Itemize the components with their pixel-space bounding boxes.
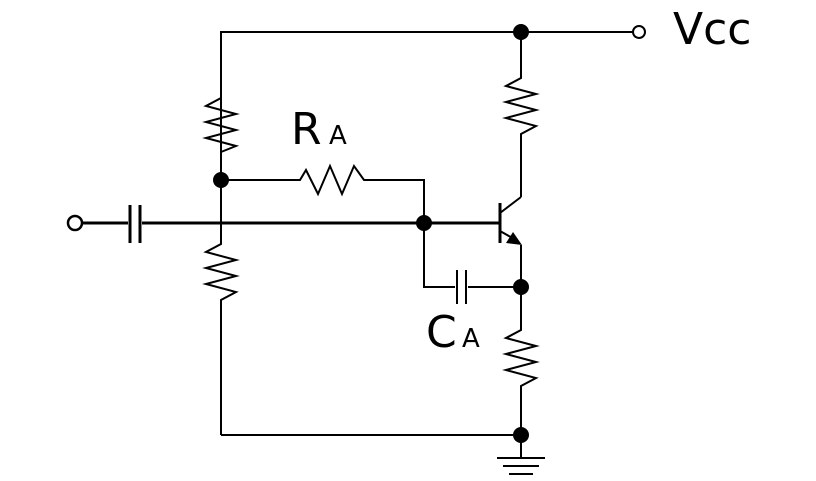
input-terminal — [66, 214, 84, 232]
ca-label-letter: C — [426, 307, 457, 358]
emitter-resistor — [502, 287, 540, 435]
vcc-terminal — [632, 25, 646, 39]
ca-lead-left — [423, 223, 455, 288]
junction-ra-left — [213, 172, 229, 188]
ca-label-subscript: A — [462, 324, 480, 354]
collector-resistor — [502, 32, 540, 197]
upper-bias-resistor — [202, 90, 240, 223]
ra-label-letter: R — [291, 104, 322, 155]
ra-label-subscript: A — [329, 121, 347, 151]
transistor-collector — [499, 196, 522, 214]
vcc-label: Vcc — [673, 4, 751, 55]
supply-rail — [220, 31, 633, 223]
ra-resistor — [221, 163, 425, 223]
ground-icon — [497, 435, 545, 475]
lower-bias-resistor — [202, 223, 240, 435]
emitter-arrow-icon — [506, 232, 522, 245]
npn-transistor — [498, 196, 522, 245]
